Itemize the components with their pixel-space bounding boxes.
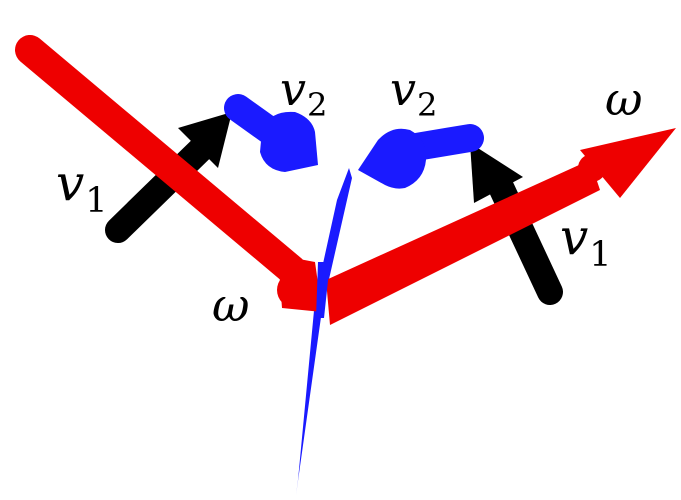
v2-arrow-right (358, 124, 484, 189)
label-base: v (560, 208, 589, 266)
label-v2-right: v2 (390, 66, 437, 121)
omega-arrow-right (326, 128, 676, 325)
label-v1-right: v1 (560, 212, 612, 273)
label-v1-left: v1 (56, 158, 108, 219)
label-sub: 1 (85, 181, 108, 222)
plane-line (296, 168, 352, 495)
label-sub: 1 (589, 235, 612, 276)
omega-arrow-left (15, 35, 322, 312)
plane-line-junction (316, 262, 330, 318)
label-omega-left: ω (212, 278, 250, 332)
label-base: v (56, 154, 85, 212)
label-base: v (280, 62, 306, 116)
label-sub: 2 (417, 86, 438, 125)
label-base: v (390, 62, 416, 116)
label-v2-left: v2 (280, 66, 327, 121)
label-sub: 2 (307, 86, 328, 125)
v2-arrow-left (224, 94, 318, 172)
label-omega-right: ω (605, 72, 643, 126)
